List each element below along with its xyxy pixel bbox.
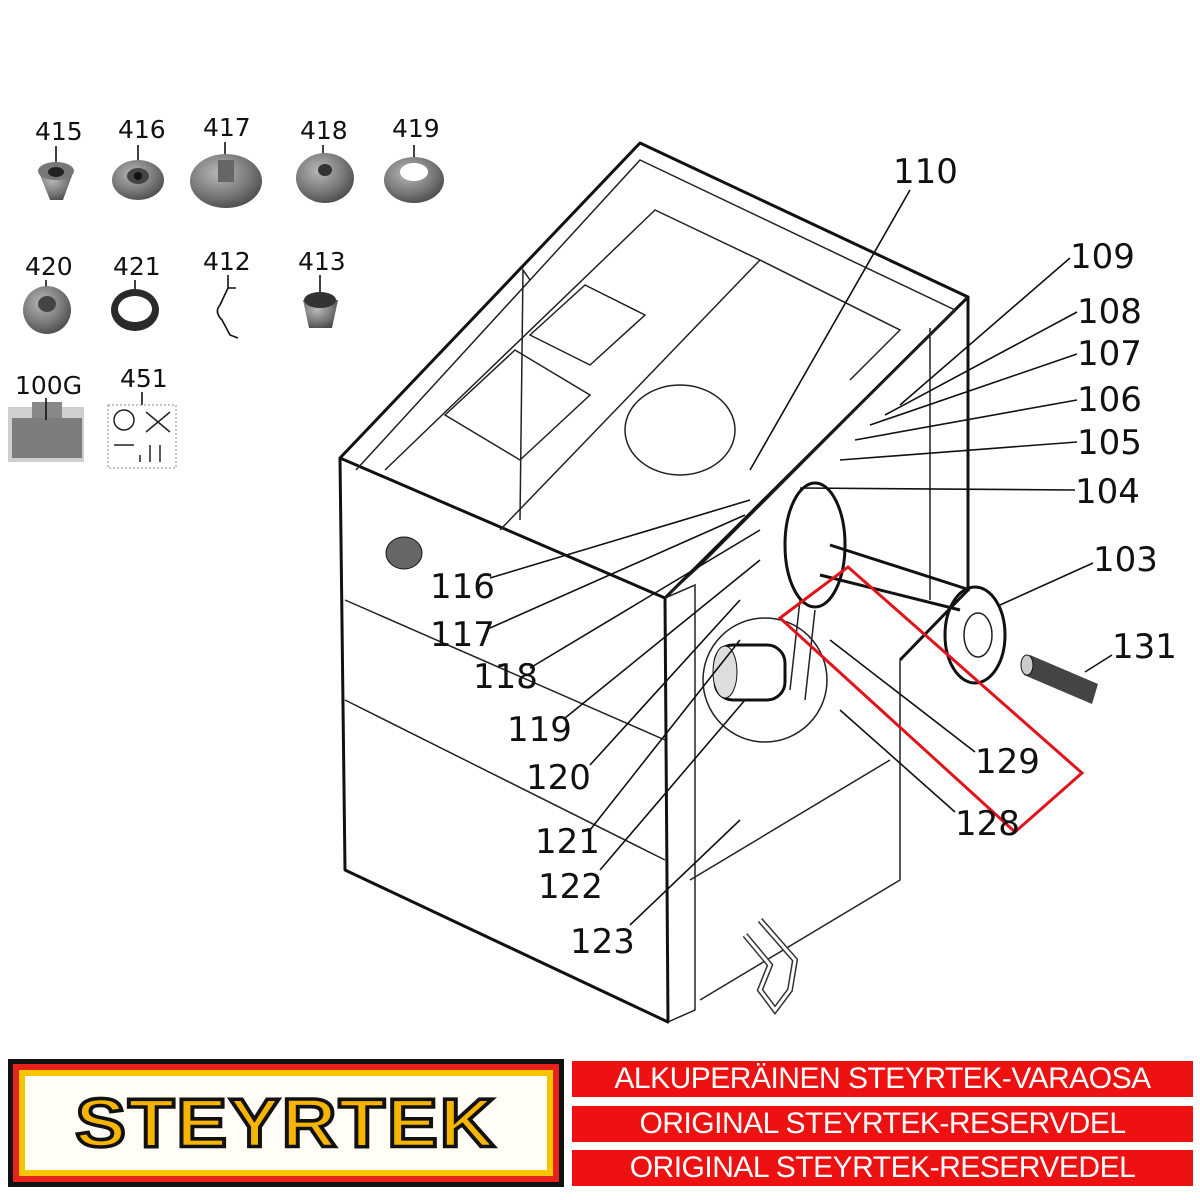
accessory-100g-weight: 100G (8, 371, 84, 462)
steyrtek-logo: STEYRTEK (8, 1059, 564, 1187)
svg-text:122: 122 (538, 867, 603, 907)
svg-text:107: 107 (1077, 334, 1142, 374)
svg-text:418: 418 (300, 116, 348, 145)
svg-text:106: 106 (1077, 380, 1142, 420)
accessory-420: 420 (23, 252, 73, 334)
accessory-415: 415 (35, 117, 83, 200)
callout-107: 107 (869, 334, 1142, 426)
accessory-451-toolkit: 451 (107, 364, 177, 469)
accessory-413: 413 (298, 247, 346, 328)
svg-text:421: 421 (113, 252, 161, 281)
callout-106: 106 (854, 380, 1142, 441)
callout-110: 110 (749, 152, 958, 471)
callout-116: 116 (430, 499, 751, 607)
callout-123: 123 (570, 819, 741, 962)
svg-text:416: 416 (118, 115, 166, 144)
svg-text:105: 105 (1077, 423, 1142, 463)
banner-norwegian: ORIGINAL STEYRTEK-RESERVEDEL (572, 1150, 1193, 1186)
svg-text:116: 116 (430, 567, 495, 607)
accessory-416: 416 (112, 115, 166, 200)
callout-121: 121 (535, 639, 741, 862)
callout-105: 105 (839, 423, 1142, 463)
svg-text:103: 103 (1093, 540, 1158, 580)
svg-text:120: 120 (526, 758, 591, 798)
svg-text:419: 419 (392, 114, 440, 143)
banner-finnish: ALKUPERÄINEN STEYRTEK-VARAOSA (572, 1061, 1193, 1097)
callout-108: 108 (884, 292, 1142, 416)
svg-text:118: 118 (473, 657, 538, 697)
motor (702, 617, 828, 743)
svg-text:100G: 100G (15, 371, 82, 400)
svg-text:420: 420 (25, 252, 73, 281)
accessory-418: 418 (296, 116, 354, 203)
svg-text:119: 119 (507, 710, 572, 750)
callout-122: 122 (538, 699, 746, 907)
banner-swedish: ORIGINAL STEYRTEK-RESERVDEL (572, 1106, 1193, 1142)
svg-text:128: 128 (955, 804, 1020, 844)
svg-text:129: 129 (975, 742, 1040, 782)
svg-text:117: 117 (430, 615, 495, 655)
svg-text:110: 110 (893, 152, 958, 192)
svg-text:104: 104 (1075, 472, 1140, 512)
callout-117: 117 (430, 514, 746, 655)
accessory-421: 421 (111, 252, 161, 331)
highlight-box (777, 565, 1085, 835)
accessory-419: 419 (384, 114, 444, 203)
wheel-balancer-cabinet (338, 141, 1098, 1024)
svg-text:108: 108 (1077, 292, 1142, 332)
callout-131: 131 (1084, 627, 1177, 673)
logo-wordmark: STEYRTEK (73, 1083, 497, 1163)
callouts: 110 109 108 107 106 105 104 103 131 129 … (430, 152, 1177, 962)
svg-text:415: 415 (35, 117, 83, 146)
callout-120: 120 (526, 599, 741, 798)
svg-text:123: 123 (570, 922, 635, 962)
svg-text:412: 412 (203, 247, 251, 276)
callout-104: 104 (799, 472, 1140, 512)
accessory-417: 417 (190, 113, 262, 208)
threaded-shaft-131 (1020, 654, 1098, 704)
callout-103: 103 (999, 540, 1158, 606)
callout-109: 109 (899, 237, 1135, 406)
svg-text:413: 413 (298, 247, 346, 276)
svg-text:121: 121 (535, 822, 600, 862)
svg-text:417: 417 (203, 113, 251, 142)
svg-text:109: 109 (1070, 237, 1135, 277)
callout-118: 118 (473, 529, 761, 697)
callout-128: 128 (839, 709, 1020, 844)
callout-129: 129 (829, 639, 1040, 782)
svg-text:451: 451 (120, 364, 168, 393)
callout-119: 119 (507, 559, 761, 750)
accessory-412: 412 (203, 247, 251, 339)
svg-text:131: 131 (1112, 627, 1177, 667)
